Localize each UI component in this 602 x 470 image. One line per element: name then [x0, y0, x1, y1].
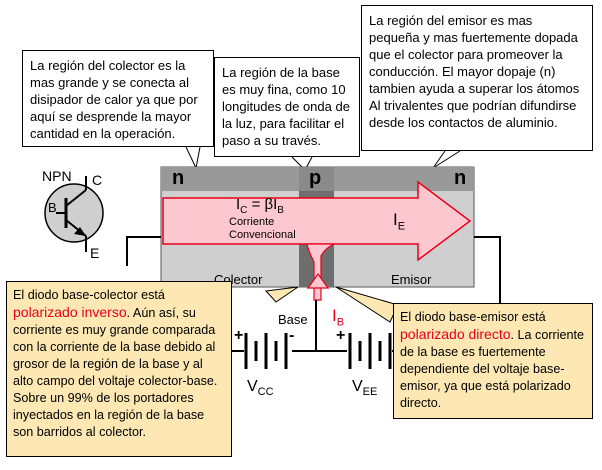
collector-callout: La región del colector es la mas grande … — [22, 50, 214, 147]
bc-note-highlight: polarizado inverso — [13, 304, 127, 320]
emitter-arrow-icon — [74, 227, 86, 236]
base-collector-note: El diodo base-colector está polarizado i… — [6, 281, 232, 457]
vcc-label: VCC — [247, 378, 274, 399]
bc-note-post: . Aún así, su corriente es muy grande co… — [13, 306, 218, 439]
p-base-label: p — [309, 167, 322, 189]
corriente-label: Corriente — [229, 216, 275, 228]
n-collector-label: n — [172, 167, 185, 189]
base-current-arrow — [306, 243, 335, 301]
base-region-top — [299, 167, 334, 191]
ib-label: IB — [332, 306, 345, 329]
emitter-callout-text: La región del emisor es mas pequeña y ma… — [369, 13, 580, 130]
collector-pointer — [185, 146, 201, 170]
be-note-pointer — [335, 286, 399, 323]
symbol-b-label: B — [48, 200, 57, 215]
npn-symbol — [44, 176, 104, 252]
n-emitter-label: n — [454, 167, 467, 189]
be-note-highlight: polarizado directo — [400, 326, 511, 342]
vee-battery — [348, 333, 392, 369]
ic-equation: IC = βIB — [236, 196, 284, 216]
convencional-label: Convencional — [229, 229, 296, 241]
bc-note-pointer — [264, 286, 299, 303]
ie-label: IE — [393, 210, 406, 233]
vcc-plus: + — [234, 327, 244, 344]
conventional-current-arrow — [162, 180, 472, 262]
vcc-battery — [244, 333, 288, 369]
symbol-e-label: E — [90, 245, 100, 261]
emitter-label: Emisor — [391, 272, 432, 287]
be-note-pre: El diodo base-emisor está — [400, 310, 546, 324]
npn-circle — [44, 183, 104, 243]
base-callout: La región de la base es muy fina, como 1… — [214, 57, 360, 157]
npn-label: NPN — [42, 168, 72, 184]
base-emitter-note: El diodo base-emisor está polarizado dir… — [393, 303, 593, 419]
base-label: Base — [278, 312, 308, 327]
collector-lead — [126, 236, 161, 266]
emitter-callout: La región del emisor es mas pequeña y ma… — [361, 5, 593, 151]
symbol-c-label: C — [92, 172, 103, 188]
bc-note-pre: El diodo base-colector está — [13, 288, 165, 302]
vee-label: VEE — [352, 378, 378, 399]
vcc-minus: - — [289, 327, 295, 344]
emitter-pointer — [432, 150, 461, 169]
collector-callout-text: La región del colector es la mas grande … — [30, 58, 198, 141]
base-current-arrowhead — [306, 272, 330, 289]
vee-plus: + — [336, 327, 346, 344]
be-note-post: . La corriente de la base es fuertemente… — [400, 328, 585, 410]
base-callout-text: La región de la base es muy fina, como 1… — [222, 65, 350, 148]
